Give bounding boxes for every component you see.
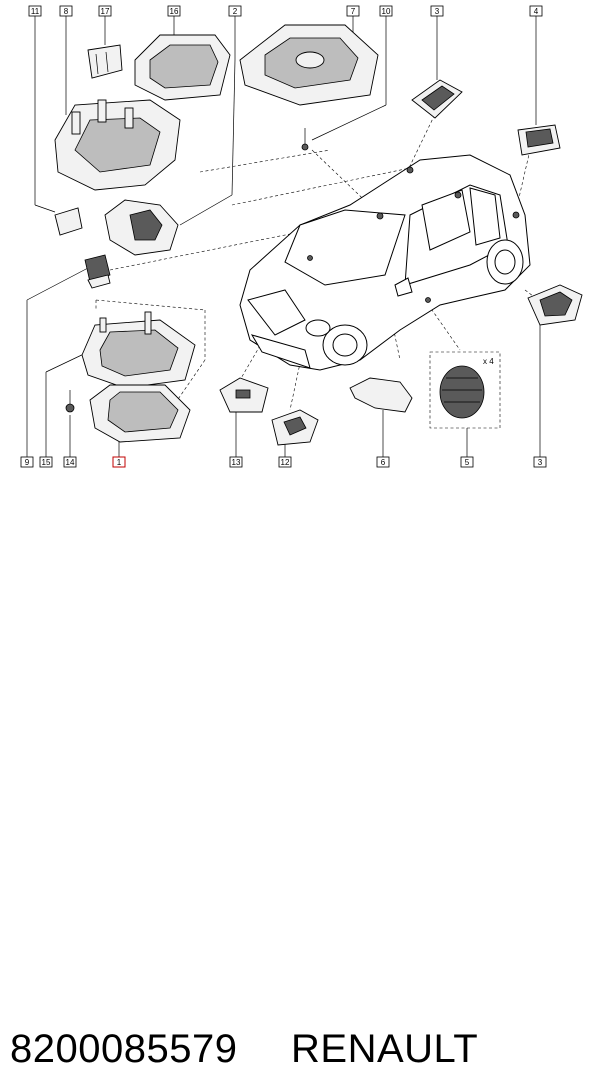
callout-6: 6: [376, 456, 390, 468]
svg-text:11: 11: [31, 7, 40, 16]
svg-text:8: 8: [64, 7, 69, 16]
svg-text:6: 6: [381, 458, 386, 467]
callout-15: 15: [39, 456, 53, 468]
callouts-bottom: 9 15 14 1 13 12 6 5: [20, 456, 547, 468]
part-15-lens-frame: [81, 311, 196, 389]
part-7-overhead-console: [239, 24, 379, 106]
callout-3-top: 3: [430, 5, 444, 17]
svg-text:12: 12: [281, 458, 290, 467]
callout-1-highlighted: 1: [112, 456, 126, 468]
svg-text:7: 7: [351, 7, 356, 16]
callout-4: 4: [529, 5, 543, 17]
callout-16: 16: [167, 5, 181, 17]
svg-text:10: 10: [382, 7, 391, 16]
caption: 8200085579 RENAULT: [0, 512, 600, 1071]
part-10-screw: [301, 128, 309, 151]
callout-9: 9: [20, 456, 34, 468]
svg-text:4: 4: [534, 7, 539, 16]
quantity-label: x 4: [483, 357, 494, 366]
part-3-door-switch: [527, 284, 583, 326]
callout-5: 5: [460, 456, 474, 468]
part-4-switch: [517, 124, 561, 156]
part-13-switch-plate: [219, 377, 269, 413]
callout-12: 12: [278, 456, 292, 468]
svg-text:5: 5: [465, 458, 470, 467]
callout-14: 14: [63, 456, 77, 468]
part-8-console-frame: [54, 99, 181, 191]
brand-name: RENAULT: [291, 1027, 479, 1071]
callout-8: 8: [59, 5, 73, 17]
part-2-lamp: [104, 199, 179, 256]
part-1-lens: [89, 384, 191, 443]
part-12-connector: [271, 409, 319, 446]
svg-text:1: 1: [117, 458, 122, 467]
part-9-bulb-holder: [84, 254, 111, 289]
callout-11: 11: [28, 5, 42, 17]
svg-text:3: 3: [435, 7, 440, 16]
svg-text:17: 17: [101, 7, 110, 16]
callout-17: 17: [98, 5, 112, 17]
part-17-clip: [87, 44, 123, 79]
part-number: 8200085579: [10, 1027, 238, 1071]
leader-lines: [26, 16, 541, 457]
callout-7: 7: [346, 5, 360, 17]
part-6-bracket: [349, 377, 413, 413]
part-5-speaker-grille: [429, 351, 501, 429]
callout-2: 2: [228, 5, 242, 17]
part-11-small-switch: [54, 207, 83, 236]
svg-text:16: 16: [170, 7, 179, 16]
parts-diagram: 11 8 17 16 2 7 10 3: [20, 5, 583, 468]
svg-text:14: 14: [66, 458, 75, 467]
callouts-top: 11 8 17 16 2 7 10 3: [28, 5, 543, 17]
car-illustration: [239, 154, 531, 371]
svg-text:3: 3: [538, 458, 543, 467]
callout-10: 10: [379, 5, 393, 17]
part-14-screw: [65, 390, 75, 413]
part-16-lamp-cover: [134, 34, 231, 101]
svg-text:13: 13: [232, 458, 241, 467]
svg-text:2: 2: [233, 7, 238, 16]
svg-text:15: 15: [42, 458, 51, 467]
svg-text:9: 9: [25, 458, 30, 467]
callout-13: 13: [229, 456, 243, 468]
part-3-light-top: [411, 79, 463, 119]
callout-3-bottom: 3: [533, 456, 547, 468]
